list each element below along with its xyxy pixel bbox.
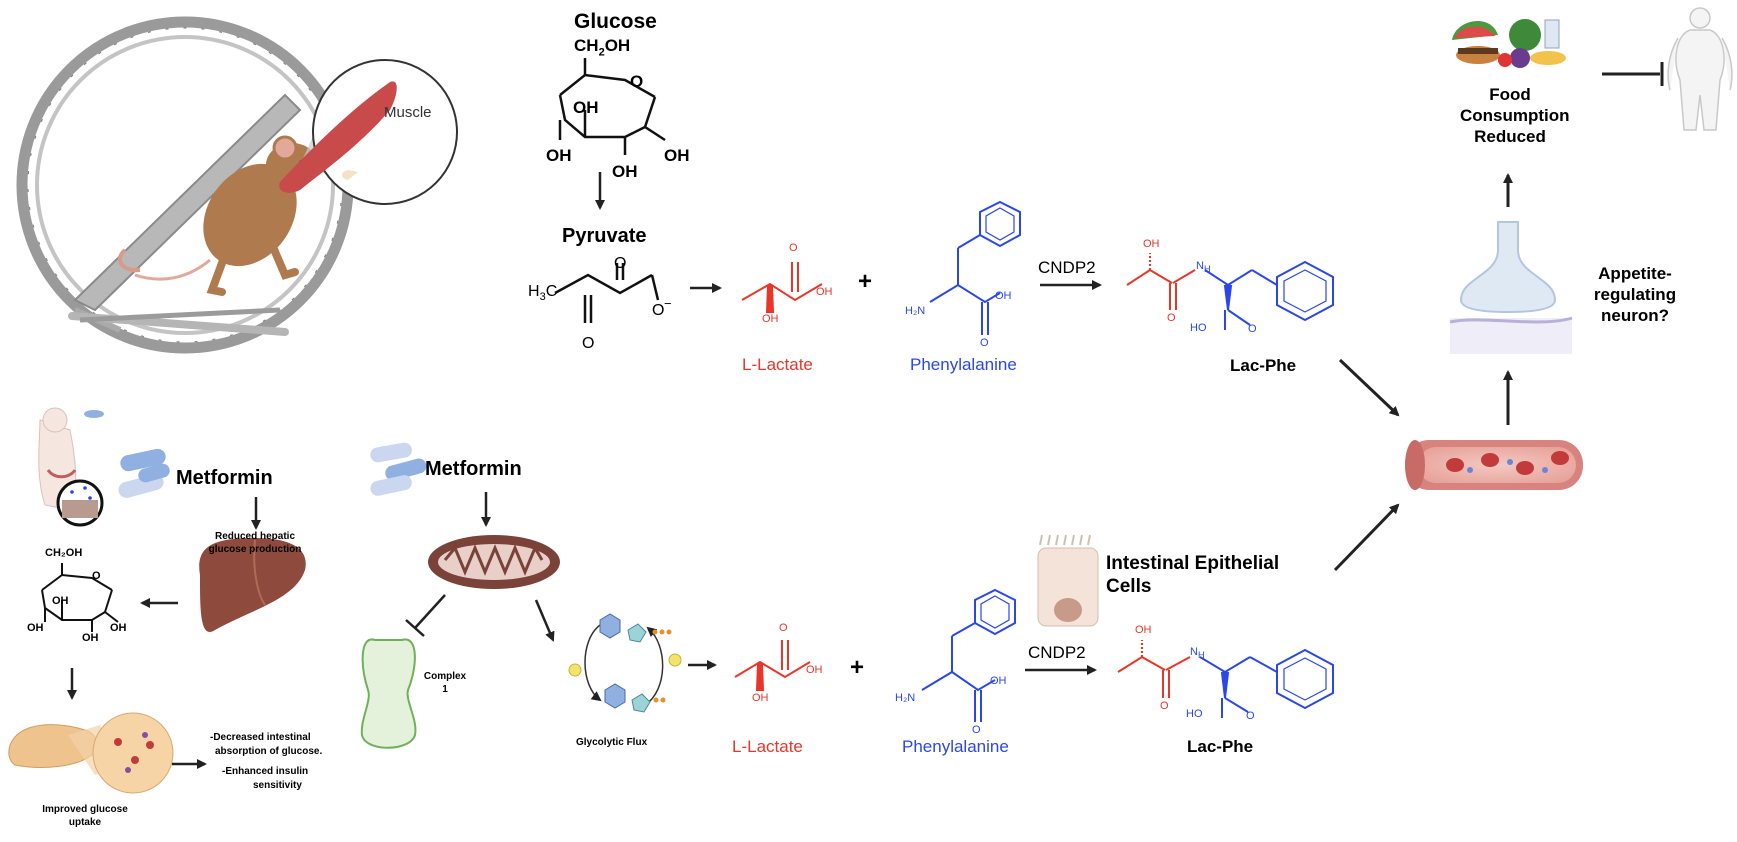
intestinal-epithelial-cell (1037, 534, 1099, 627)
phenylalanine-label-top: Phenylalanine (910, 355, 1017, 374)
liver-illustration (199, 538, 306, 632)
lacphe-nh-top: NH (1196, 260, 1211, 275)
phe-oh-top: OH (995, 290, 1012, 302)
glucose-oh-1: OH (573, 98, 599, 117)
cndp2-label-top: CNDP2 (1038, 258, 1096, 277)
glucose-oh-3: OH (612, 162, 638, 181)
phe-nh2-top: H₂N (905, 305, 926, 317)
lacphe-to-blood-arrow-top (1338, 358, 1400, 417)
phe-oh-bottom: OH (990, 675, 1007, 687)
mitochondria-illustration (428, 535, 560, 589)
phe-oxygen-top: O (980, 337, 989, 349)
lactate-structure-bottom (734, 640, 811, 691)
glucose-oh-4: OH (664, 146, 690, 165)
mitochondria-to-glycolysis-arrow (534, 599, 555, 642)
glucose-left-oh-2: OH (27, 622, 44, 634)
phenylalanine-label-bottom: Phenylalanine (902, 737, 1009, 756)
exercise-wheel-illustration (16, 16, 458, 354)
lacphe-label-top: Lac-Phe (1230, 356, 1297, 375)
lacphe-structure-top (1126, 253, 1334, 330)
glucose-left-oh-3: OH (82, 632, 99, 644)
lacphe-ho-top: HO (1190, 322, 1207, 334)
lactate-oh-acid-top: OH (816, 286, 833, 298)
food-illustration (1452, 19, 1566, 68)
pancreas-illustration (8, 712, 174, 794)
human-gut-illustration (38, 407, 104, 527)
glycolytic-flux-label: Glycolytic Flux (576, 737, 648, 748)
lactate-oh-top: OH (762, 313, 779, 325)
plus-sign-bottom: + (850, 654, 865, 681)
lacphe-to-blood-arrow-bottom (1333, 503, 1400, 572)
lacphe-nh-bottom: NH (1190, 646, 1205, 661)
pyruvate-h3c: H3C (528, 283, 558, 304)
lacphe-label-bottom: Lac-Phe (1187, 737, 1254, 756)
lactate-structure-top (741, 262, 823, 313)
metformin-effects-label: -Decreased intestinal absorption of gluc… (210, 732, 323, 791)
lactate-oxygen-bottom: O (779, 622, 788, 634)
lacphe-structure-bottom (1117, 640, 1334, 718)
phe-nh2-bottom: H₂N (895, 692, 916, 704)
inhibition-of-complex1 (405, 594, 446, 637)
glucose-left-oh-4: OH (110, 622, 127, 634)
lacphe-ho-bottom: HO (1186, 708, 1203, 720)
glycolytic-flux-cycle (568, 613, 682, 713)
metformin-label-bottom: Metformin (425, 458, 522, 480)
lacphe-oh-top: OH (1143, 238, 1160, 250)
pyruvate-oxygen-bottom: O (582, 335, 595, 352)
glucose-structure-left (41, 563, 119, 632)
lactate-oxygen-top: O (789, 242, 798, 254)
phe-oxygen-bottom: O (972, 724, 981, 736)
phenylalanine-structure-top (929, 200, 1021, 335)
lacphe-acid-oxygen-top: O (1248, 323, 1257, 335)
neuron-synapse (1449, 221, 1573, 354)
metformin-label-left: Metformin (176, 467, 273, 489)
glucose-ch2oh: CH2OH (574, 36, 631, 59)
pyruvate-title: Pyruvate (562, 225, 647, 247)
glucose-structure (558, 58, 666, 155)
lacphe-oh-bottom: OH (1135, 624, 1152, 636)
human-body-silhouette (1667, 7, 1733, 131)
lactate-label-bottom: L-Lactate (732, 737, 803, 756)
food-consumption-label: Food Consumption Reduced (1460, 85, 1570, 146)
muscle-inset (279, 59, 458, 205)
lactate-oh-bottom: OH (752, 692, 769, 704)
lactate-label-top: L-Lactate (742, 355, 813, 374)
glucose-left-ch2oh: CH₂OH (45, 547, 83, 559)
plus-sign-top: + (858, 268, 873, 295)
pyruvate-oxygen-carboxylate: O (652, 302, 665, 319)
glucose-left-ring-oxygen: O (92, 570, 101, 582)
pyruvate-oxygen-top: O (614, 255, 627, 272)
glucose-oh-2: OH (546, 146, 572, 165)
lacphe-oxygen-bottom: O (1160, 700, 1169, 712)
lacphe-oxygen-top: O (1167, 312, 1176, 324)
complex-1-shape (360, 638, 417, 749)
improved-glucose-uptake-label: Improved glucose uptake (42, 804, 128, 828)
glucose-left-oh-1: OH (52, 595, 69, 607)
inhibition-marker (1602, 62, 1664, 86)
blood-vessel (1405, 440, 1583, 490)
lacphe-acid-oxygen-bottom: O (1246, 710, 1255, 722)
muscle-label: Muscle (384, 104, 432, 121)
pyruvate-structure (554, 263, 660, 323)
appetite-neuron-label: Appetite- regulating neuron? (1593, 264, 1677, 325)
complex-1-label: Complex 1 (423, 671, 467, 695)
lactate-oh-acid-bottom: OH (806, 664, 823, 676)
cndp2-label-bottom: CNDP2 (1028, 643, 1086, 662)
glucose-title: Glucose (574, 10, 657, 33)
intestinal-epithelial-label: Intestinal Epithelial Cells (1106, 553, 1280, 597)
pyruvate-charge: − (664, 296, 672, 311)
glucose-ring-oxygen: O (630, 72, 644, 91)
metformin-pill-icon-bottom (370, 442, 427, 496)
metformin-pill-icon-left (118, 448, 170, 498)
phenylalanine-structure-bottom (921, 588, 1016, 722)
hepatic-glucose-label: Reduced hepatic glucose production (208, 531, 302, 555)
